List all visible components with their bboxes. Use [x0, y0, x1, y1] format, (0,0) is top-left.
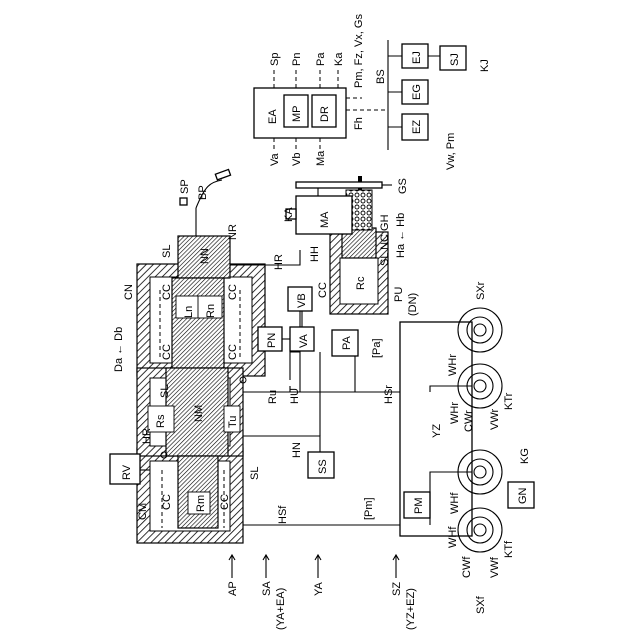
label-pa-bracket: [Pa]: [371, 338, 383, 358]
label-ru: Ru: [267, 390, 279, 404]
label-ktr: KTr: [503, 392, 515, 410]
label-va-small: Va: [269, 152, 281, 166]
label-rn: Rn: [205, 304, 217, 318]
label-ma-small: Ma: [315, 150, 327, 166]
label-sa: SA: [261, 581, 273, 596]
label-pa-small: Pa: [315, 52, 327, 66]
label-pn: PN: [266, 333, 278, 348]
label-rc: Rc: [355, 276, 367, 290]
label-eg: EG: [411, 84, 423, 100]
label-sp: SP: [179, 179, 191, 194]
label-mp: MP: [291, 106, 303, 123]
label-sz: SZ: [391, 582, 403, 596]
rod-upper: [172, 278, 224, 368]
label-bs: BS: [375, 69, 387, 84]
label-sl-top: SL: [161, 245, 173, 258]
label-hn: HN: [291, 442, 303, 458]
label-cc-2: CC: [227, 284, 239, 300]
label-hr-right: HR: [273, 254, 285, 270]
label-ktf: KTf: [503, 540, 515, 558]
label-tu: Tu: [227, 416, 239, 428]
label-dn: (DN): [407, 293, 419, 316]
label-sxr: SXr: [475, 281, 487, 300]
label-ap: AP: [227, 581, 239, 596]
label-ma: MA: [319, 211, 331, 228]
label-hsf: HSf: [277, 505, 289, 524]
label-ez: EZ: [411, 120, 423, 134]
label-va: VA: [298, 333, 310, 348]
label-nn: NN: [199, 248, 211, 264]
label-kg: KG: [519, 448, 531, 464]
label-vb-small: Vb: [291, 153, 303, 166]
label-gn: GN: [517, 487, 529, 504]
label-bp: BP: [197, 185, 209, 200]
label-rs: Rs: [155, 414, 167, 428]
label-ha-hb: Ha ← Hb: [395, 213, 407, 258]
label-hu: HU: [289, 388, 301, 404]
label-rm: Rm: [195, 495, 207, 512]
label-rv: RV: [121, 464, 133, 480]
label-cm: CM: [137, 503, 149, 520]
label-ya: YA: [313, 581, 325, 596]
label-cn: CN: [123, 284, 135, 300]
label-ea: EA: [267, 109, 279, 124]
gs-bar: [296, 182, 382, 188]
label-pm: PM: [413, 498, 425, 515]
label-sxf: SXf: [475, 595, 487, 614]
label-hr-left: HR: [141, 428, 153, 444]
label-sj: SJ: [449, 53, 461, 66]
label-nm: NM: [193, 405, 205, 422]
label-vwf: VWf: [489, 556, 501, 578]
label-sl-mid: SL: [159, 385, 171, 398]
label-cc-3: CC: [161, 344, 173, 360]
label-sz-sub: (YZ+EZ): [405, 588, 417, 630]
label-cc-1: CC: [161, 284, 173, 300]
label-ss: SS: [317, 459, 329, 474]
label-cwr: CWr: [463, 410, 475, 432]
label-whf-2: WHf: [449, 492, 461, 514]
label-pm-bracket: [Pm]: [363, 497, 375, 520]
label-yz: YZ: [431, 424, 443, 438]
label-ln: Ln: [183, 306, 195, 318]
label-ej: EJ: [411, 51, 423, 64]
label-sp-small: Sp: [269, 53, 281, 66]
label-vb: VB: [296, 293, 308, 308]
label-da-db: Da ← Db: [113, 327, 125, 372]
label-ka: KA: [283, 207, 295, 222]
label-hh: HH: [309, 246, 321, 262]
label-pm-fz-vx-gs: Pm, Fz, Vx, Gs: [353, 14, 365, 88]
label-whr-2: WHr: [449, 402, 461, 424]
label-ka-small: Ka: [333, 52, 345, 66]
label-hsr: HSr: [383, 385, 395, 404]
label-pa: PA: [341, 335, 353, 350]
label-pu: PU: [393, 287, 405, 302]
label-sa-sub: (YA+EA): [275, 588, 287, 630]
label-kj: KJ: [479, 59, 491, 72]
label-sl-nc-gh: SL NC GH: [379, 214, 391, 266]
label-whr-1: WHr: [447, 354, 459, 376]
label-fh: Fh: [353, 117, 365, 130]
label-pn-small: Pn: [291, 53, 303, 66]
label-cc-4: CC: [227, 344, 239, 360]
label-cc-pump: CC: [317, 282, 329, 298]
label-dr: DR: [319, 106, 331, 122]
label-cwf: CWf: [461, 556, 473, 578]
label-gs: GS: [397, 178, 409, 194]
label-vw-pm: Vw, Pm: [445, 133, 457, 170]
label-vwr: VWr: [489, 408, 501, 430]
label-cc-6: CC: [219, 494, 231, 510]
label-cc-5: CC: [161, 494, 173, 510]
label-nr: NR: [227, 224, 239, 240]
label-whf-1: WHf: [447, 526, 459, 548]
label-sl-low: SL: [249, 467, 261, 480]
